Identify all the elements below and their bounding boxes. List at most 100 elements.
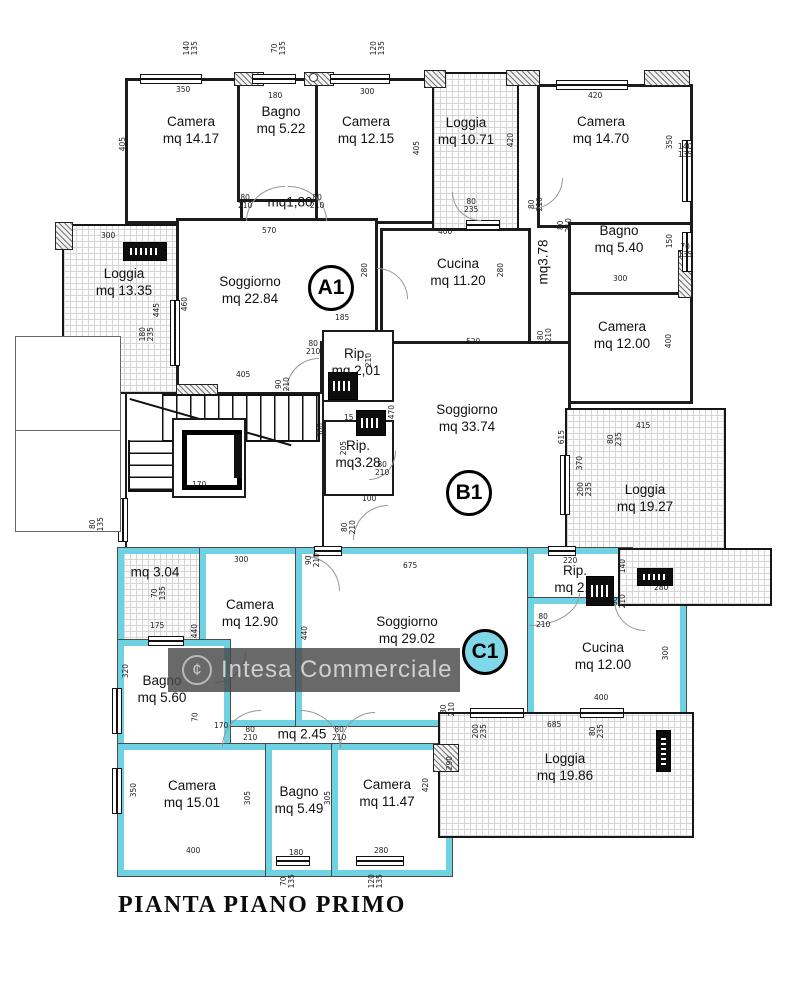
- window: [682, 140, 692, 202]
- room-area: mq 5.60: [137, 690, 187, 705]
- dim-label: 320: [121, 663, 131, 679]
- dim-label: 685: [547, 720, 562, 729]
- unit-badge-c1: C1: [462, 629, 508, 675]
- dim-label: 140 135: [678, 142, 693, 160]
- dim-label: 675: [403, 561, 418, 570]
- dim-label: 180: [289, 848, 304, 857]
- room-name: Cucina: [436, 256, 480, 272]
- room-area: mq 11.47: [359, 794, 415, 809]
- loggia-1986-hatch: [438, 712, 694, 838]
- window: [252, 74, 296, 84]
- dim-label: 175: [150, 621, 165, 630]
- dim-label: 80 210: [438, 702, 457, 717]
- watermark-text: Intesa Commerciale: [221, 656, 453, 683]
- room-area: mq 13.35: [95, 283, 153, 298]
- dim-label: 15: [344, 413, 354, 422]
- dim-label: 460: [180, 296, 190, 312]
- room-name: Camera: [597, 319, 647, 335]
- dim-label: 300: [234, 555, 249, 564]
- elevator-car: [182, 430, 242, 490]
- room-area: mq 15.01: [163, 795, 221, 810]
- room-area: mq3.78: [535, 239, 551, 285]
- dim-label: 350: [665, 134, 675, 150]
- room-name: Camera: [166, 114, 216, 130]
- dim-label: 415: [636, 421, 651, 430]
- dim-label: 180: [268, 91, 283, 100]
- dim-label: 290: [445, 755, 455, 771]
- intesa-commerciale-logo-icon: ¢: [182, 655, 212, 685]
- room-area: mq3.28: [335, 455, 381, 470]
- window: [548, 546, 576, 556]
- room-camera-1470-outline: [537, 84, 693, 228]
- dim-label: 300: [101, 231, 116, 240]
- room-area: mq 2.45: [277, 726, 327, 742]
- radiator-symbol: [123, 242, 167, 261]
- dim-label: 420: [506, 132, 516, 148]
- room-area: mq 5.22: [256, 121, 306, 136]
- dim-label: 170: [214, 721, 229, 730]
- dim-label: 300: [661, 645, 671, 661]
- dim-label: 80 210: [555, 218, 574, 233]
- dim-label: 100: [362, 494, 377, 503]
- dim-label: 570: [262, 226, 277, 235]
- dim-label: 420: [588, 91, 603, 100]
- dim-label: 305: [323, 790, 333, 806]
- room-name: Rip.: [343, 346, 368, 362]
- dim-label: 400: [664, 333, 674, 349]
- window: [580, 708, 624, 718]
- window: [470, 708, 524, 718]
- watermark: ¢ Intesa Commerciale: [168, 648, 460, 692]
- room-name: Camera: [167, 778, 217, 794]
- dim-label: 440: [300, 625, 310, 641]
- room-camera-1417-outline: [125, 78, 243, 224]
- room-area: mq 12.00: [574, 657, 632, 672]
- corridor-label: mq1,80: [267, 195, 312, 212]
- room-name: Rip.: [345, 438, 370, 454]
- dim-label: 80 210: [535, 328, 554, 343]
- dim-label: 120 135: [368, 41, 387, 56]
- dim-label: 400: [594, 693, 609, 702]
- dim-label: 80 235: [587, 724, 606, 739]
- room-area: mq 10.71: [437, 132, 495, 147]
- dim-label: 445: [152, 302, 162, 318]
- radiator-symbol: [656, 730, 671, 772]
- loggia-1927-hatch: [565, 408, 726, 556]
- loggia-1071-hatch: [432, 72, 519, 232]
- dim-label: 150: [665, 233, 675, 249]
- room-name: Camera: [341, 114, 391, 130]
- unit-badge-a1: A1: [308, 265, 354, 311]
- wall-pillar: [644, 70, 690, 86]
- room-name: Bagno: [599, 223, 639, 239]
- dim-label: 120 135: [366, 874, 385, 889]
- room-area: mq 12.90: [221, 614, 279, 629]
- room-name: Bagno: [261, 104, 301, 120]
- dim-label: 140 135: [181, 41, 200, 56]
- dim-label: 70: [190, 712, 200, 722]
- dim-label: 80 210: [238, 193, 253, 211]
- room-area: mq 5.40: [594, 240, 644, 255]
- dim-label: 70 135: [149, 586, 168, 601]
- corridor-label: mq3.78: [536, 239, 553, 284]
- room-area: mq 14.17: [162, 131, 220, 146]
- boiler-symbol: [586, 576, 614, 606]
- dim-label: 70 135: [678, 242, 693, 260]
- room-name: Camera: [225, 597, 275, 613]
- room-area: mq 11.20: [430, 273, 486, 288]
- dim-label: 400: [186, 846, 201, 855]
- drawing-title: PIANTA PIANO PRIMO: [118, 892, 406, 918]
- dim-label: 80 235: [605, 432, 624, 447]
- room-camera-1215-outline: [315, 78, 438, 224]
- window: [140, 74, 202, 84]
- room-name: Loggia: [624, 482, 666, 498]
- room-label: Rip.mq 2,01: [332, 346, 381, 380]
- rip-a1-outline: [322, 330, 394, 402]
- dim-label: 80 210: [339, 520, 358, 535]
- room-area: mq 19.86: [536, 768, 594, 783]
